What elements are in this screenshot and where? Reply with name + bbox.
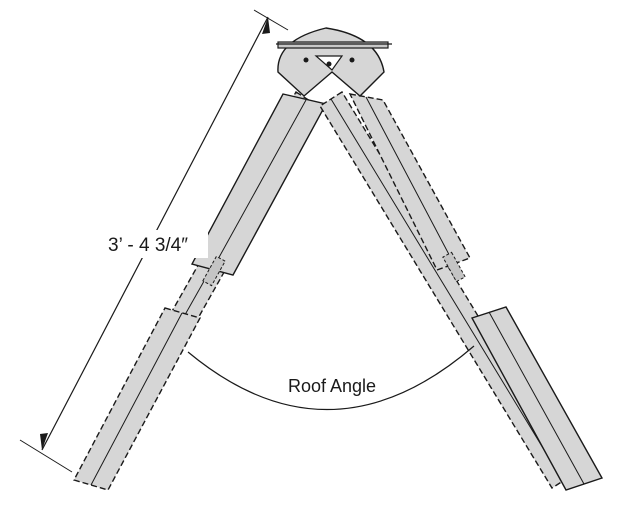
right-lower-sleeve-seam	[488, 311, 585, 485]
left-upper-sleeve-seam	[211, 99, 307, 271]
right-rafter	[319, 91, 604, 491]
roof-angle-indicator: Roof Angle	[187, 345, 475, 411]
right-joint-bracket	[442, 251, 466, 283]
left-rafter	[72, 91, 328, 491]
ridge-beam	[277, 41, 389, 49]
roof-angle-label: Roof Angle	[288, 376, 376, 396]
left-lower-sleeve-seam	[90, 312, 183, 486]
right-upper-sleeve	[348, 93, 472, 271]
dimension-label-backdrop	[104, 230, 208, 258]
dimension-label: 3’ - 4 3/4″	[108, 235, 188, 256]
dimension-arrow-bottom	[40, 433, 48, 450]
right-upper-sleeve-seam	[365, 96, 455, 265]
dimension-extension-bottom	[19, 439, 73, 473]
ridge-connector	[276, 27, 392, 97]
left-joint-bracket	[202, 255, 226, 287]
length-dimension: 3’ - 4 3/4″	[19, 9, 289, 473]
right-board-centerline	[330, 98, 564, 482]
ridge-bolt-center	[326, 61, 332, 67]
ridge-bolt-left	[303, 57, 309, 63]
angle-label-backdrop	[284, 374, 386, 396]
dimension-extension-top	[253, 9, 289, 31]
ridge-bolt-right	[349, 57, 355, 63]
dimension-arrow-top	[262, 17, 270, 34]
roof-angle-arc	[187, 345, 475, 411]
